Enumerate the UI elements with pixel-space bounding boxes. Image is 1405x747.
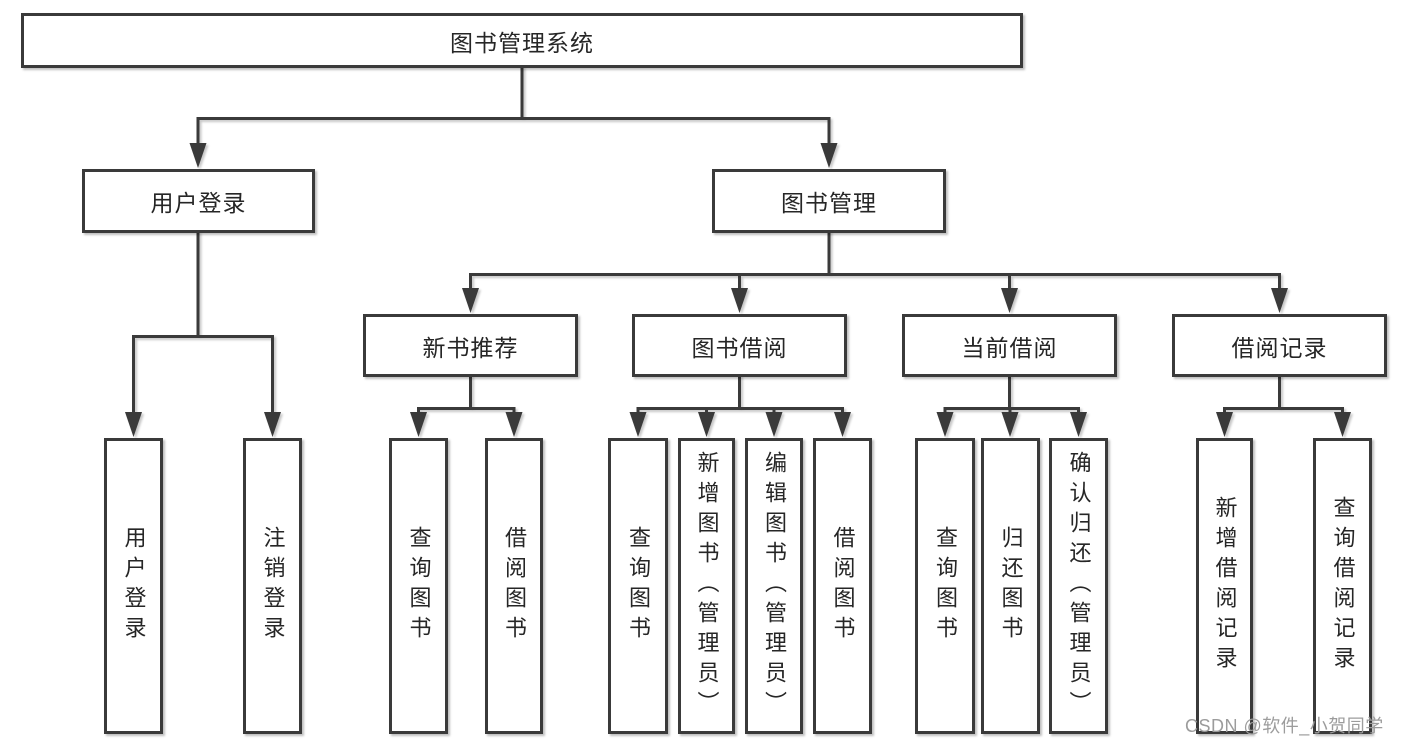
leaf-user-login: 用户登录 — [104, 438, 163, 734]
leaf-borrow-book-recommend: 借阅图书 — [485, 438, 543, 734]
node-user-login: 用户登录 — [82, 169, 315, 233]
leaf-label: 用户登录 — [121, 526, 147, 646]
node-current-borrow-label: 当前借阅 — [961, 334, 1058, 361]
leaf-label: 确认归还（管理员） — [1066, 451, 1092, 721]
leaf-confirm-return-admin: 确认归还（管理员） — [1049, 438, 1108, 734]
leaf-borrow-book: 借阅图书 — [813, 438, 872, 734]
leaf-query-borrow-record: 查询借阅记录 — [1313, 438, 1372, 734]
leaf-return-book: 归还图书 — [981, 438, 1040, 734]
watermark-text: CSDN @软件_小贺同学 — [1185, 716, 1384, 736]
node-current-borrow: 当前借阅 — [902, 314, 1117, 377]
node-new-book-recommend: 新书推荐 — [363, 314, 578, 377]
leaf-label: 查询图书 — [406, 526, 432, 646]
node-user-login-label: 用户登录 — [150, 190, 247, 216]
node-book-management: 图书管理 — [712, 169, 946, 233]
node-book-borrow-label: 图书借阅 — [691, 334, 788, 361]
node-root: 图书管理系统 — [21, 13, 1023, 68]
node-new-book-recommend-label: 新书推荐 — [422, 334, 519, 361]
node-borrow-record: 借阅记录 — [1172, 314, 1387, 377]
leaf-label: 借阅图书 — [830, 526, 856, 646]
leaf-query-book-recommend: 查询图书 — [389, 438, 448, 734]
leaf-query-book-current: 查询图书 — [915, 438, 975, 734]
leaf-add-borrow-record: 新增借阅记录 — [1196, 438, 1253, 734]
leaf-label: 归还图书 — [998, 526, 1024, 646]
leaf-label: 编辑图书（管理员） — [762, 451, 787, 721]
leaf-label: 借阅图书 — [502, 526, 527, 646]
arrowhead-icons — [125, 143, 1351, 437]
node-book-management-label: 图书管理 — [781, 190, 877, 216]
leaf-label: 查询图书 — [626, 526, 651, 646]
leaf-label: 新增图书（管理员） — [694, 451, 720, 721]
node-book-borrow: 图书借阅 — [632, 314, 847, 377]
leaf-query-book-borrow: 查询图书 — [608, 438, 668, 734]
node-borrow-record-label: 借阅记录 — [1231, 334, 1328, 361]
leaf-label: 查询借阅记录 — [1330, 496, 1356, 676]
leaf-label: 新增借阅记录 — [1212, 496, 1238, 676]
leaf-label: 注销登录 — [260, 526, 286, 646]
leaf-logout: 注销登录 — [243, 438, 302, 734]
leaf-add-book-admin: 新增图书（管理员） — [678, 438, 735, 734]
leaf-label: 查询图书 — [933, 526, 958, 646]
leaf-edit-book-admin: 编辑图书（管理员） — [745, 438, 803, 734]
node-root-label: 图书管理系统 — [450, 29, 594, 56]
